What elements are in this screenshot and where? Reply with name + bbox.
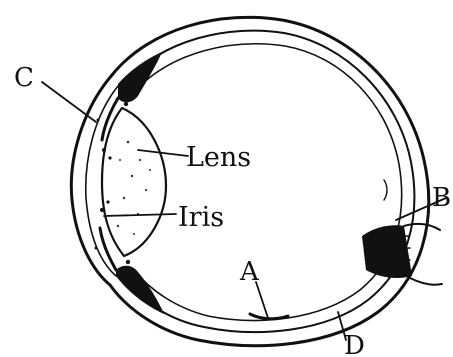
fovea-mark bbox=[250, 314, 288, 319]
retina-layer bbox=[134, 44, 402, 321]
leader-lens bbox=[138, 150, 188, 156]
label-iris: Iris bbox=[178, 202, 224, 233]
label-a: A bbox=[239, 257, 260, 287]
iris-lower bbox=[100, 228, 116, 270]
retina-detail bbox=[384, 180, 387, 200]
lens-speckle bbox=[117, 141, 151, 235]
ciliary-body-lower bbox=[116, 266, 164, 314]
leader-iris bbox=[104, 214, 176, 216]
choroid-layer bbox=[124, 31, 414, 332]
cornea bbox=[71, 75, 112, 285]
sclera-outer bbox=[110, 17, 429, 345]
label-c: C bbox=[14, 63, 34, 93]
leader-a bbox=[256, 282, 268, 318]
label-lens: Lens bbox=[186, 142, 251, 173]
leader-c bbox=[42, 82, 96, 122]
label-d: D bbox=[344, 331, 365, 357]
label-b: B bbox=[432, 183, 451, 213]
